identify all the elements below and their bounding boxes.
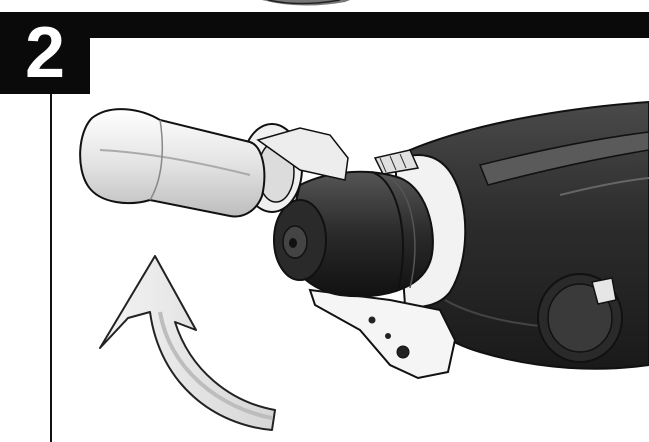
mode-selector-knob xyxy=(538,274,622,362)
rotation-arrow xyxy=(100,256,275,430)
side-handle-grip xyxy=(80,109,264,216)
